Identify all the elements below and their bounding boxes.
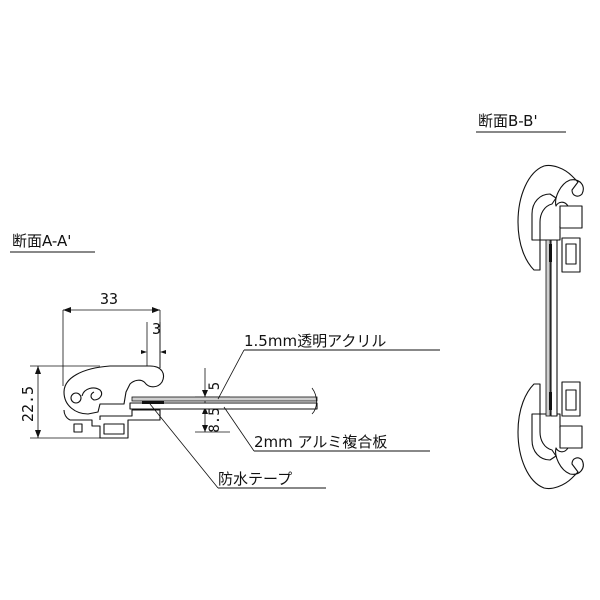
acrylic-panel-bb — [545, 239, 551, 417]
dimension-height-label: 22.5 — [19, 386, 37, 422]
aluminum-panel-bb — [550, 239, 558, 417]
section-aa-title: 断面A-A' — [12, 232, 71, 250]
acrylic-panel — [131, 396, 318, 402]
callout-tape: 防水テープ — [218, 470, 292, 488]
dimension-bottom-label: 8.5 — [207, 407, 223, 432]
dimension-top-label: 5 — [207, 382, 223, 390]
frame-profile-aa — [63, 365, 165, 439]
panel-layers-aa — [129, 387, 318, 415]
dimension-width-label: 33 — [100, 290, 118, 308]
waterproof-tape-bb-top — [549, 244, 552, 262]
dimension-height: 22.5 — [19, 365, 100, 439]
callout-acrylic: 1.5mm透明アクリル — [244, 332, 386, 350]
aluminum-panel — [129, 402, 318, 410]
dimension-lip-label: 3 — [152, 320, 161, 338]
break-line — [311, 387, 317, 415]
dimension-width: 33 — [62, 290, 161, 386]
waterproof-tape-bb-bottom — [549, 392, 552, 410]
frame-profile-bb-top — [517, 164, 584, 273]
panel-layers-bb — [545, 239, 558, 417]
frame-profile-bb-bottom — [517, 381, 584, 490]
dimension-lip: 3 — [141, 320, 166, 368]
callout-tape-leader — [149, 403, 219, 489]
callout-aluminum-leader — [223, 406, 255, 452]
callout-acrylic-leader — [217, 349, 245, 400]
callout-aluminum: 2mm アルミ複合板 — [254, 433, 387, 451]
waterproof-tape — [142, 401, 164, 404]
section-bb-title: 断面B-B' — [478, 112, 538, 130]
